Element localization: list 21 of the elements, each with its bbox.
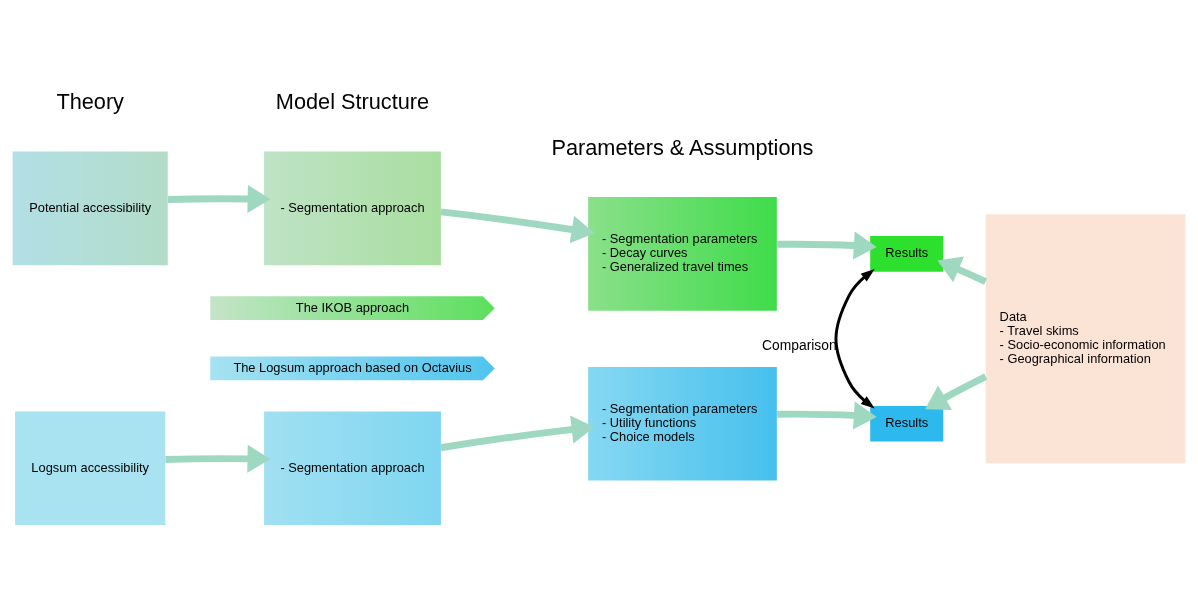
arrow — [165, 444, 271, 473]
node-box: - Segmentation parameters - Utility functions - Choice models — [588, 366, 777, 481]
node-box: - Segmentation parameters - Decay curves - Generalized travel times — [588, 196, 777, 311]
arrow — [777, 231, 877, 259]
arrow — [777, 400, 877, 429]
node-box: Potential accessibility — [12, 151, 168, 265]
arrow — [440, 415, 595, 451]
node-box: Results — [870, 405, 944, 442]
arrow — [167, 184, 271, 213]
node-box: - Segmentation approach — [264, 151, 441, 265]
node-box: Logsum accessibility — [15, 410, 166, 525]
node-box: - Segmentation approach — [264, 410, 441, 525]
label: Theory — [56, 88, 124, 114]
arrow — [937, 255, 987, 285]
label: Parameters & Assumptions — [551, 134, 814, 160]
node-box: Data - Travel skims - Socio-economic information - Geographical information — [985, 213, 1186, 463]
node-box: Results — [870, 235, 944, 272]
arrow — [834, 268, 875, 409]
arrow — [440, 207, 595, 243]
label: Model Structure — [275, 88, 430, 114]
arrow — [925, 373, 988, 410]
